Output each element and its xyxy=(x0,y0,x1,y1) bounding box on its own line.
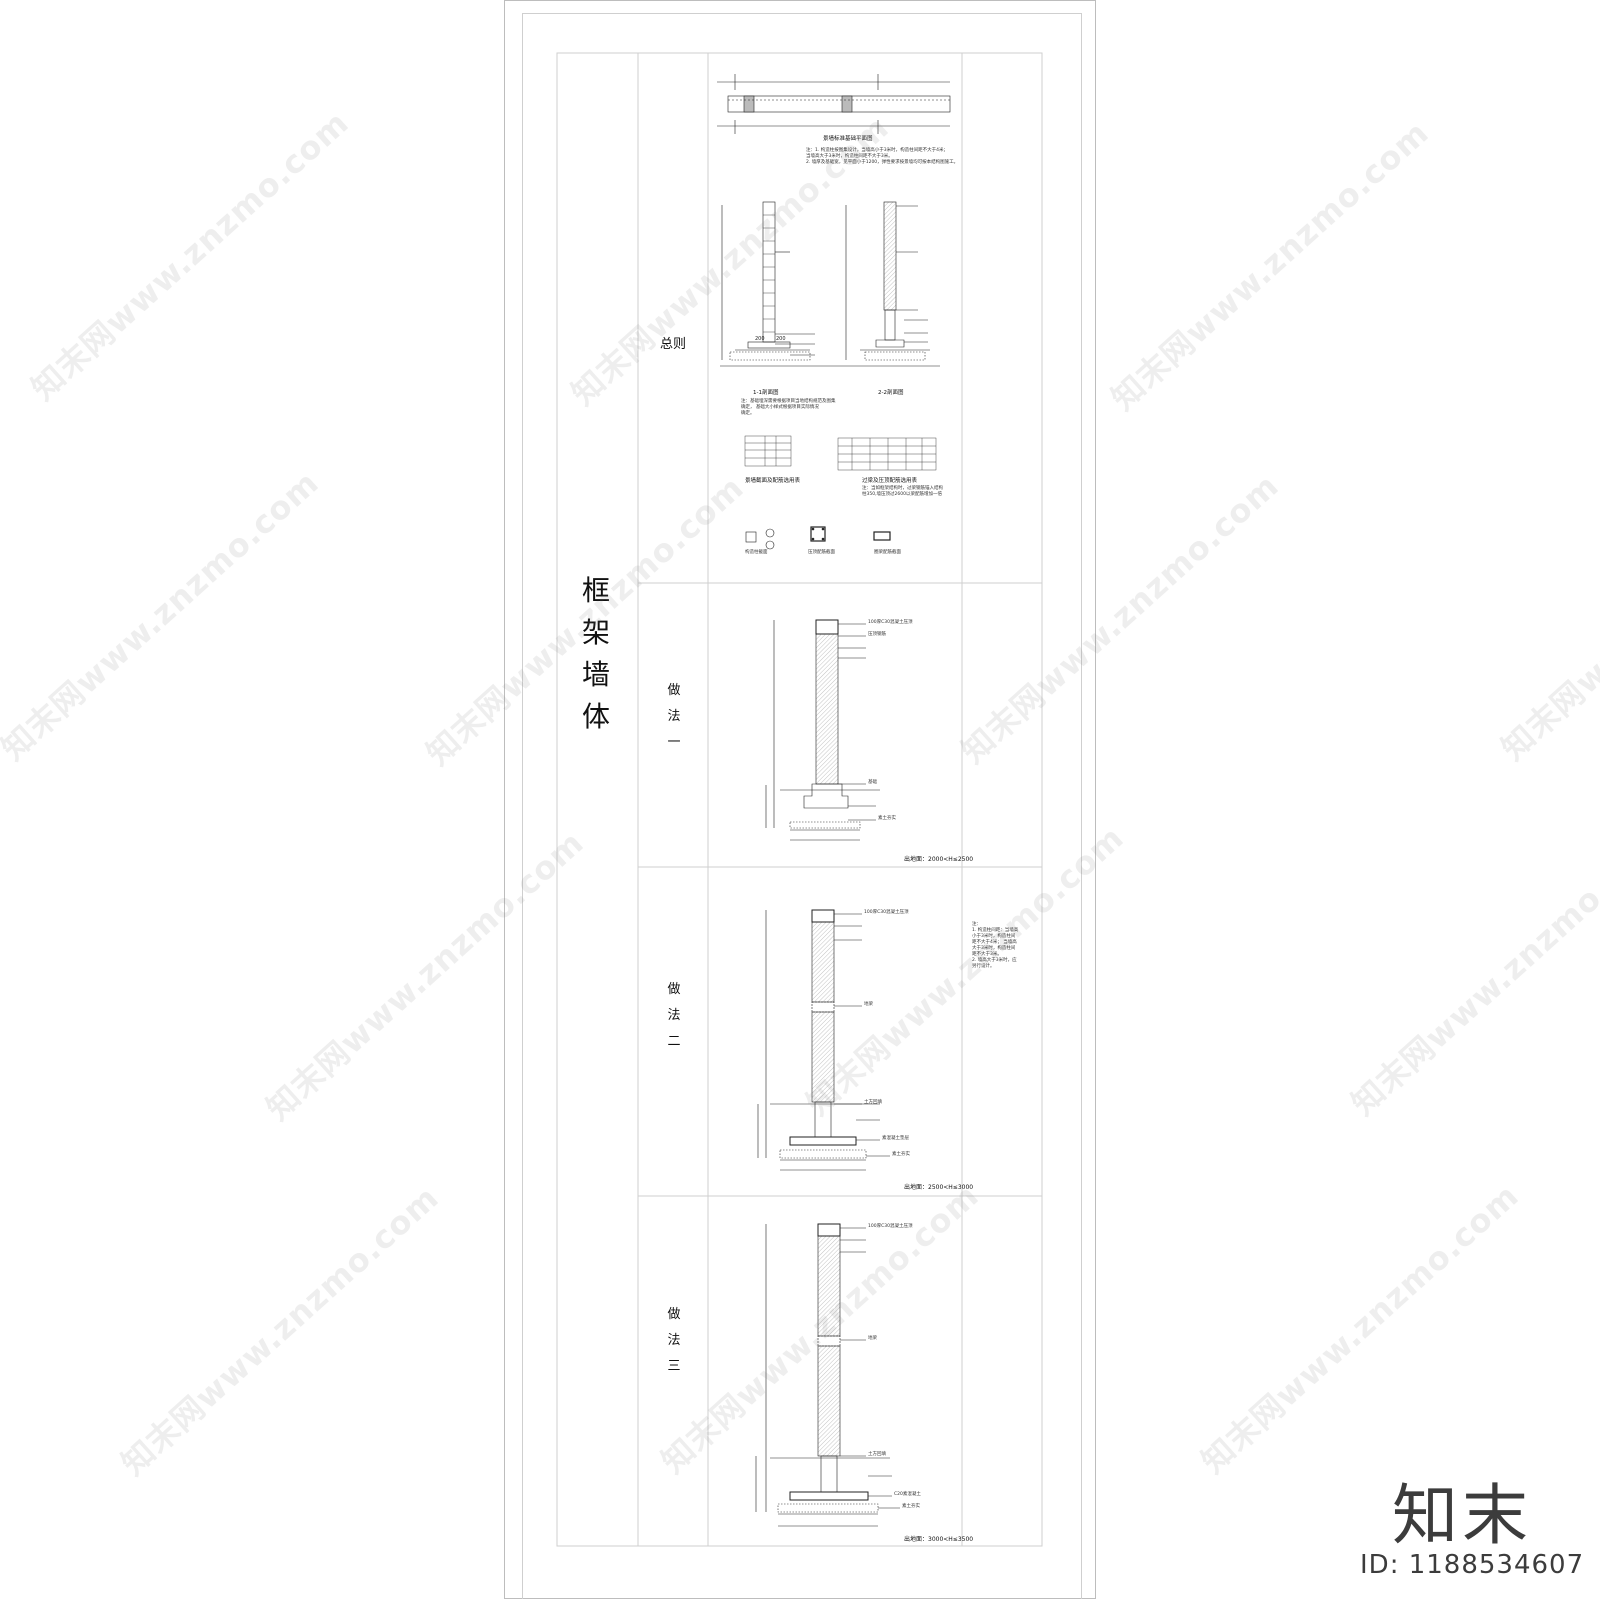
side-note-line: 2. 墙高大于3米时，应 xyxy=(972,958,1017,963)
detail-label-3: 圈梁配筋截面 xyxy=(874,550,901,555)
side-note-line: 注： xyxy=(972,922,981,927)
row-label-char: 法 xyxy=(667,1333,681,1348)
table-2-notes: 注：当如框架结构时，过梁钢筋锚入结构 柱350,墙压顶过2600以梁配筋增加一倍 xyxy=(862,486,943,498)
method1-height-range: 出地面：2000<H≤2500 xyxy=(904,856,974,863)
plan-note-line: 2. 墙厚及基础宽，见平面小于1200，弹性要求按景墙均可按本结构图施工。 xyxy=(806,160,959,165)
row-label-char: 做 xyxy=(667,1307,681,1322)
plan-note-line: 注：1. 构造柱按图集设计，当墙高小于3米时，构造柱间距不大于4米； xyxy=(806,148,948,153)
section-1-1-notes: 注：基础埋深需要根据项目当地结构规范及图集 确定， 基础大小样式根据项目实际情况… xyxy=(741,399,836,417)
side-note-line: 另行设计。 xyxy=(972,964,995,969)
method2-callout: 素混凝土垫层 xyxy=(882,1136,909,1141)
method3-callout: 地梁 xyxy=(868,1336,877,1341)
column-title-char: 墙 xyxy=(581,658,610,691)
column-title-char: 框 xyxy=(581,574,610,607)
sheet-column-title: 框 架 墙 体 xyxy=(576,570,616,738)
method3-height-range: 出地面：3000<H≤3500 xyxy=(904,1536,974,1543)
detail-label-1: 构造柱截面 xyxy=(745,550,768,555)
method1-callout: 100厚C30混凝土压顶 xyxy=(868,620,913,625)
side-note-line: 1. 构造柱间距：当墙高 xyxy=(972,928,1019,933)
column-title-char: 体 xyxy=(581,700,610,733)
section-2-2-title: 2-2剖面图 xyxy=(878,390,904,396)
brand-logo: 知末 xyxy=(1392,1477,1532,1554)
table-1 xyxy=(744,435,792,467)
column-title-char: 架 xyxy=(581,616,610,649)
method3-callout: 土方回填 xyxy=(868,1452,886,1457)
side-note-line: 小于3米时，构造柱间 xyxy=(972,934,1016,939)
method1-callout: 素土夯实 xyxy=(878,816,896,821)
section-note-line: 确定， 基础大小样式根据项目实际情况 xyxy=(741,405,819,410)
sheet-outer-frame xyxy=(504,0,1096,1599)
table-1-caption: 景墙截面及配筋选用表 xyxy=(745,478,801,484)
row-label-char: 做 xyxy=(667,982,681,997)
method2-callout: 地梁 xyxy=(864,1002,873,1007)
method2-side-notes: 注： 1. 构造柱间距：当墙高 小于3米时，构造柱间 距不大于4米； 当墙高 大… xyxy=(972,922,1018,970)
section-1-1-drawing xyxy=(720,201,940,367)
plan-title: 景墙标准基础平面图 xyxy=(823,136,873,142)
table-note-line: 注：当如框架结构时，过梁钢筋锚入结构 xyxy=(862,486,943,491)
method2-callout: 100厚C30混凝土压顶 xyxy=(864,910,909,915)
detail-sections xyxy=(745,526,891,550)
table-2 xyxy=(837,437,937,471)
method1-callout: 压顶钢筋 xyxy=(868,632,886,637)
row-label-char: 二 xyxy=(667,1034,681,1049)
side-note-line: 大于3米时，构造柱间 xyxy=(972,946,1016,951)
table-note-line: 柱350,墙压顶过2600以梁配筋增加一倍 xyxy=(862,492,942,497)
section-2-2-drawing xyxy=(845,201,930,361)
row-label-method1: 做 法 一 xyxy=(659,678,689,756)
dimension-label-200-left: 200 xyxy=(755,336,765,342)
wall-plan-view xyxy=(717,74,951,134)
row-label-char: 法 xyxy=(667,709,681,724)
section-note-line: 注：基础埋深需要根据项目当地结构规范及图集 xyxy=(741,399,836,404)
detail-label-2: 压顶配筋截面 xyxy=(808,550,835,555)
table-border xyxy=(556,52,1043,1547)
sheet-inner-frame xyxy=(522,13,1082,1599)
side-note-line: 距不大于3米。 xyxy=(972,952,1002,957)
method2-callout: 素土夯实 xyxy=(892,1152,910,1157)
method1-callout: 基础 xyxy=(868,780,877,785)
section-note-line: 确定。 xyxy=(741,411,755,416)
row-label-char: 三 xyxy=(667,1359,681,1374)
row-label-char: 一 xyxy=(667,735,681,750)
row-label-char: 法 xyxy=(667,1008,681,1023)
method3-callout: C20素混凝土 xyxy=(894,1492,921,1497)
row-label-text: 总则 xyxy=(659,337,686,352)
row-label-char: 做 xyxy=(667,683,681,698)
section-1-1-title: 1-1剖面图 xyxy=(753,390,779,396)
method2-callout: 土方回填 xyxy=(864,1100,882,1105)
plan-notes: 注：1. 构造柱按图集设计，当墙高小于3米时，构造柱间距不大于4米； 当墙高大于… xyxy=(806,148,958,166)
method3-callout: 100厚C30混凝土压顶 xyxy=(868,1224,913,1229)
row-label-general: 总则 xyxy=(653,332,693,358)
row-label-method2: 做 法 二 xyxy=(659,977,689,1055)
plan-note-line: 当墙高大于3米时，构造柱间距不大于3米。 xyxy=(806,154,893,159)
side-note-line: 距不大于4米； 当墙高 xyxy=(972,940,1017,945)
dimension-label-200-right: 200 xyxy=(776,336,786,342)
table-2-caption: 过梁及压顶配筋选用表 xyxy=(862,478,918,484)
method2-height-range: 出地面：2500<H≤3000 xyxy=(904,1184,974,1191)
row-label-method3: 做 法 三 xyxy=(659,1302,689,1380)
method3-callout: 素土夯实 xyxy=(902,1504,920,1509)
image-id-label: ID: 1188534607 xyxy=(1360,1550,1585,1580)
